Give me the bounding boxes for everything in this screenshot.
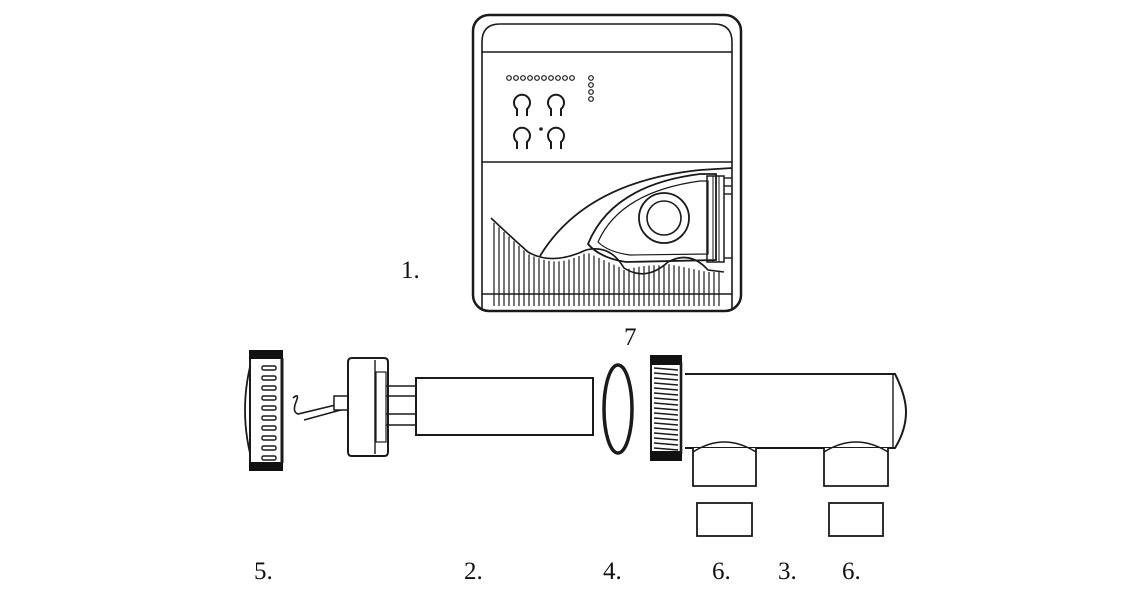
cap-grip-ribs — [261, 365, 277, 461]
electrode-cell — [333, 357, 594, 457]
cap-grip-rib — [261, 405, 277, 411]
collar-thread — [653, 427, 679, 431]
cap-grip-rib — [261, 395, 277, 401]
collar-thread — [653, 422, 679, 426]
control-buttons — [513, 93, 565, 149]
cap-grip-rib — [261, 375, 277, 381]
collar-thread — [653, 432, 679, 436]
collar-thread — [653, 367, 679, 371]
collar-thread — [653, 377, 679, 381]
led-indicators — [506, 75, 594, 102]
label-part-6-left: 6. — [712, 558, 731, 585]
cap-grip-rib — [261, 445, 277, 451]
cap-grip-rib — [261, 365, 277, 371]
collar-thread — [653, 437, 679, 441]
label-part-1: 1. — [401, 257, 420, 284]
collar-thread — [653, 447, 679, 451]
label-part-4: 4. — [603, 558, 622, 585]
collar-thread — [653, 412, 679, 416]
cap-grip-rib — [261, 455, 277, 461]
round-port-icon — [638, 192, 690, 244]
cell-housing — [650, 355, 908, 487]
cap-grip-rib — [261, 415, 277, 421]
label-part-2: 2. — [464, 558, 483, 585]
collar-thread — [653, 417, 679, 421]
collar-thread — [653, 392, 679, 396]
collar-thread — [653, 382, 679, 386]
o-ring — [602, 363, 634, 455]
cap-grip-rib — [261, 425, 277, 431]
collar-threads — [653, 367, 679, 451]
collar-thread — [653, 397, 679, 401]
collar-thread — [653, 407, 679, 411]
collar-thread — [653, 442, 679, 446]
adapter-right — [828, 502, 884, 537]
collar-thread — [653, 402, 679, 406]
label-part-6-right: 6. — [842, 558, 861, 585]
collar-thread — [653, 372, 679, 376]
label-part-7: 7 — [624, 324, 637, 351]
label-part-3: 3. — [778, 558, 797, 585]
control-unit — [471, 13, 743, 313]
adapter-left — [696, 502, 753, 537]
cap-grip-rib — [261, 435, 277, 441]
cap-grip-rib — [261, 385, 277, 391]
label-part-5: 5. — [254, 558, 273, 585]
locking-cap — [244, 350, 284, 471]
collar-thread — [653, 387, 679, 391]
